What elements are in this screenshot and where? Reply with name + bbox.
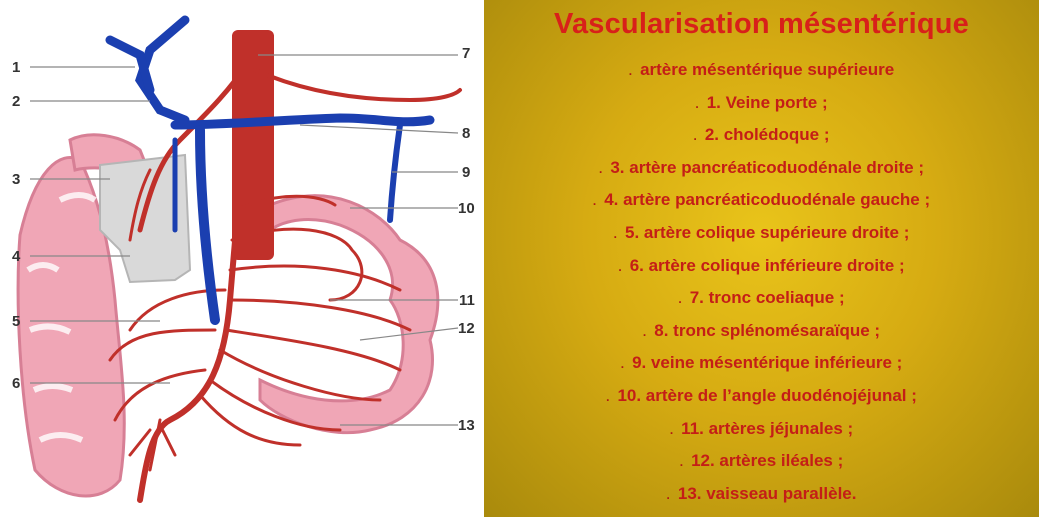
legend-bullet: . bbox=[614, 227, 617, 241]
legend-title: Vascularisation mésentérique bbox=[484, 8, 1039, 41]
legend-item: . artère mésentérique supérieure bbox=[484, 60, 1039, 80]
legend-item: . 8. tronc splénomésaraïque ; bbox=[484, 321, 1039, 341]
legend-item-text: 11. artères jéjunales ; bbox=[681, 419, 853, 438]
legend-item-text: 10. artère de l’angle duodénojéjunal ; bbox=[617, 386, 916, 405]
legend-item: . 13. vaisseau parallèle. bbox=[484, 484, 1039, 504]
diagram-label-13: 13 bbox=[458, 417, 475, 434]
legend-bullet: . bbox=[667, 488, 670, 502]
legend-item-text: 1. Veine porte ; bbox=[707, 93, 828, 112]
diagram-label-7: 7 bbox=[462, 45, 470, 62]
legend-bullet: . bbox=[606, 390, 609, 404]
legend-item: . 5. artère colique supérieure droite ; bbox=[484, 223, 1039, 243]
legend-item: . 6. artère colique inférieure droite ; bbox=[484, 256, 1039, 276]
diagram-label-6: 6 bbox=[12, 375, 20, 392]
legend-bullet: . bbox=[593, 194, 596, 208]
legend-item-text: 8. tronc splénomésaraïque ; bbox=[654, 321, 880, 340]
legend-item-text: 2. cholédoque ; bbox=[705, 125, 830, 144]
legend-item: . 4. artère pancréaticoduodénale gauche ; bbox=[484, 190, 1039, 210]
legend-bullet: . bbox=[670, 423, 673, 437]
legend-item-text: 5. artère colique supérieure droite ; bbox=[625, 223, 909, 242]
diagram-label-2: 2 bbox=[12, 93, 20, 110]
legend-item-text: 12. artères iléales ; bbox=[691, 451, 843, 470]
legend-bullet: . bbox=[693, 129, 696, 143]
legend-bullet: . bbox=[695, 97, 698, 111]
legend-item: . 1. Veine porte ; bbox=[484, 93, 1039, 113]
diagram-label-8: 8 bbox=[462, 125, 470, 142]
legend-bullet: . bbox=[678, 292, 681, 306]
legend-item-text: 7. tronc coeliaque ; bbox=[690, 288, 845, 307]
legend-item: . 11. artères jéjunales ; bbox=[484, 419, 1039, 439]
diagram-label-3: 3 bbox=[12, 171, 20, 188]
legend-item: . 2. cholédoque ; bbox=[484, 125, 1039, 145]
legend-item-text: 3. artère pancréaticoduodénale droite ; bbox=[610, 158, 924, 177]
legend-bullet: . bbox=[643, 325, 646, 339]
diagram-label-9: 9 bbox=[462, 164, 470, 181]
legend-item: . 10. artère de l’angle duodénojéjunal ; bbox=[484, 386, 1039, 406]
legend-bullet: . bbox=[621, 357, 624, 371]
diagram-label-4: 4 bbox=[12, 248, 21, 265]
diagram-label-1: 1 bbox=[12, 59, 20, 76]
diagram-label-12: 12 bbox=[458, 320, 475, 337]
legend-item: . 3. artère pancréaticoduodénale droite ; bbox=[484, 158, 1039, 178]
diagram-label-11: 11 bbox=[459, 292, 475, 309]
diagram-label-10: 10 bbox=[458, 200, 475, 217]
legend-bullet: . bbox=[599, 162, 602, 176]
legend-item: . 9. veine mésentérique inférieure ; bbox=[484, 353, 1039, 373]
legend-item: . 12. artères iléales ; bbox=[484, 451, 1039, 471]
legend-bullet: . bbox=[618, 260, 621, 274]
legend-bullet: . bbox=[629, 64, 632, 78]
legend-item: . 7. tronc coeliaque ; bbox=[484, 288, 1039, 308]
anatomy-diagram: 1 2 3 4 5 6 7 8 9 10 11 12 13 bbox=[0, 0, 480, 517]
legend-item-text: 4. artère pancréaticoduodénale gauche ; bbox=[604, 190, 930, 209]
legend-item-text: 9. veine mésentérique inférieure ; bbox=[632, 353, 902, 372]
legend-bullet: . bbox=[680, 455, 683, 469]
legend-item-text: 13. vaisseau parallèle. bbox=[678, 484, 857, 503]
diagram-label-5: 5 bbox=[12, 313, 20, 330]
legend-panel: Vascularisation mésentérique . artère més… bbox=[484, 0, 1039, 517]
legend-item-text: artère mésentérique supérieure bbox=[640, 60, 894, 79]
legend-item-text: 6. artère colique inférieure droite ; bbox=[630, 256, 905, 275]
